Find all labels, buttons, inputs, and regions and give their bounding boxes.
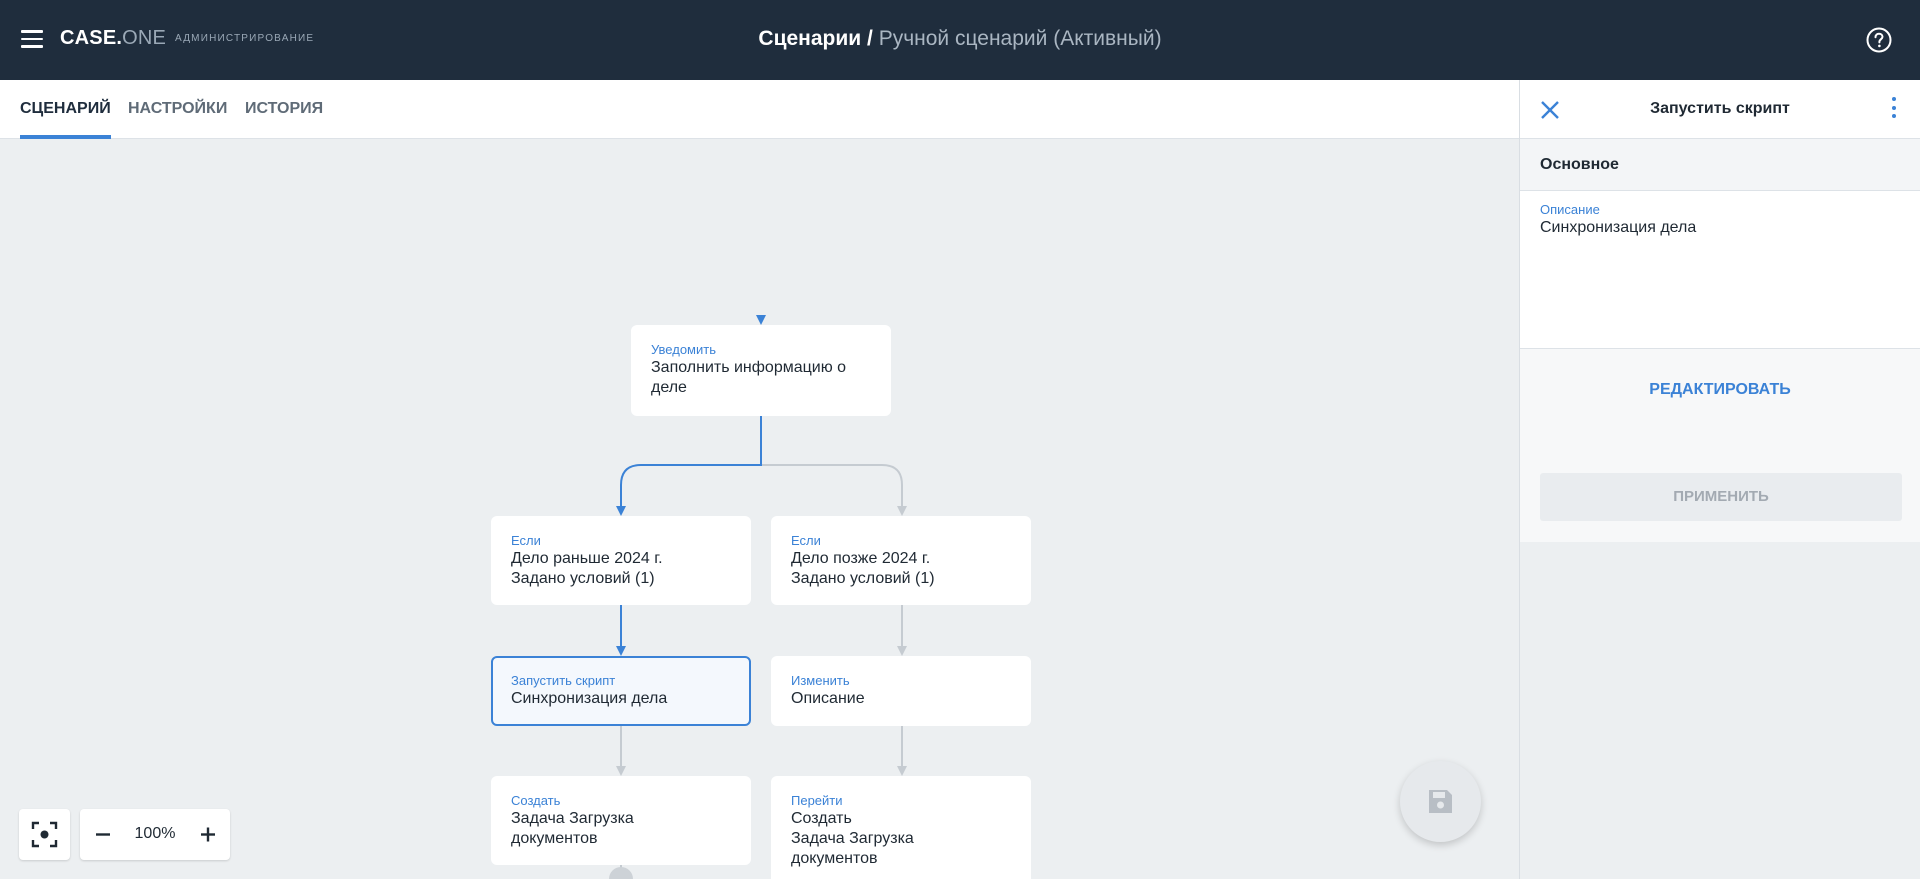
breadcrumb-current: Ручной сценарий (Активный) [878,27,1162,50]
properties-panel: Запустить скрипт Основное Описание Синхр… [1519,80,1920,879]
top-bar: CASE.ONE Администрирование Сценарии / Ру… [0,0,1920,80]
arrow-script-create [616,766,626,776]
flow-node-create[interactable]: Создать Задача Загрузка документов [491,776,751,865]
zoom-in-button[interactable] [186,809,230,860]
node-type-label: Создать [511,793,561,808]
arrow-if-right-change [897,646,907,656]
node-type-label: Если [511,533,541,548]
node-type-label: Перейти [791,793,843,808]
edge-branch-left [620,416,762,509]
menu-icon[interactable] [21,30,43,48]
breadcrumb-root[interactable]: Сценарии [758,27,862,50]
panel-actions: Редактировать Применить [1520,349,1920,542]
section-main-header: Основное [1520,139,1920,191]
node-text: Задача Загрузка документов [511,810,634,847]
flow-node-if-before[interactable]: Если Дело раньше 2024 г. Задано условий … [491,516,751,605]
node-text: Заполнить информацию о деле [651,359,847,396]
flow-canvas[interactable]: Уведомить Заполнить информацию о деле Ес… [0,139,1519,879]
tab-history[interactable]: История [245,100,324,117]
minus-icon [96,833,110,836]
arrow-entry [756,315,766,325]
tab-scenario[interactable]: Сценарий [20,80,111,139]
zoom-out-button[interactable] [80,809,124,860]
node-text-line: Создать [791,810,852,827]
flow-connectors [609,139,907,879]
tabs-bar: Сценарий Настройки История [0,80,1519,139]
node-type-label: Запустить скрипт [511,673,616,688]
zoom-level: 100% [134,825,176,842]
tab-settings[interactable]: Настройки [128,100,228,117]
section-title: Основное [1540,156,1619,173]
field-label: Описание [1540,202,1600,217]
plus-icon [201,827,215,842]
flow-node-notify[interactable]: Уведомить Заполнить информацию о деле [631,325,891,416]
edit-button[interactable]: Редактировать [1649,381,1791,398]
node-type-label: Если [791,533,821,548]
node-text-line: Дело позже 2024 г. [791,550,931,567]
node-text-line: Задача Загрузка документов [791,830,914,867]
node-type-label: Уведомить [651,342,716,357]
flow-node-change[interactable]: Изменить Описание [771,656,1031,726]
node-text-line: Задано условий (1) [791,570,935,587]
save-icon [1429,790,1452,813]
apply-button[interactable]: Применить [1540,473,1902,521]
field-value: Синхронизация дела [1540,219,1697,236]
zoom-control: 100% [80,809,230,860]
more-vertical-icon[interactable] [1888,97,1900,123]
flow-node-goto[interactable]: Перейти Создать Задача Загрузка документ… [771,776,1031,879]
arrow-branch-right [897,506,907,516]
edge-branch-right [760,416,903,509]
description-field: Описание Синхронизация дела [1520,191,1920,349]
breadcrumb-separator: / [861,27,879,50]
fit-screen-icon [31,821,58,848]
arrow-branch-left [616,506,626,516]
flow-node-if-after[interactable]: Если Дело позже 2024 г. Задано условий (… [771,516,1031,605]
arrow-change-goto [897,766,907,776]
close-icon[interactable] [1539,99,1561,121]
panel-header: Запустить скрипт [1520,80,1920,139]
save-button[interactable] [1400,761,1481,842]
node-type-label: Изменить [791,673,850,688]
section-label: Администрирование [175,33,315,44]
brand-suffix: ONE [122,27,167,49]
flow-node-run-script[interactable]: Запустить скрипт Синхронизация дела [491,656,751,726]
help-circle-icon[interactable] [1866,27,1892,53]
node-text: Синхронизация дела [511,690,668,707]
arrow-if-left-script [616,646,626,656]
node-text-line: Задано условий (1) [511,570,655,587]
fit-to-screen-button[interactable] [19,809,70,860]
node-text: Описание [791,690,865,707]
brand-logo[interactable]: CASE.ONE [60,27,166,50]
node-text-line: Дело раньше 2024 г. [511,550,663,567]
panel-title: Запустить скрипт [1650,100,1790,117]
next-step-handle [609,867,633,879]
breadcrumb: Сценарии / Ручной сценарий (Активный) [0,27,1920,51]
brand-main: CASE. [60,27,123,49]
